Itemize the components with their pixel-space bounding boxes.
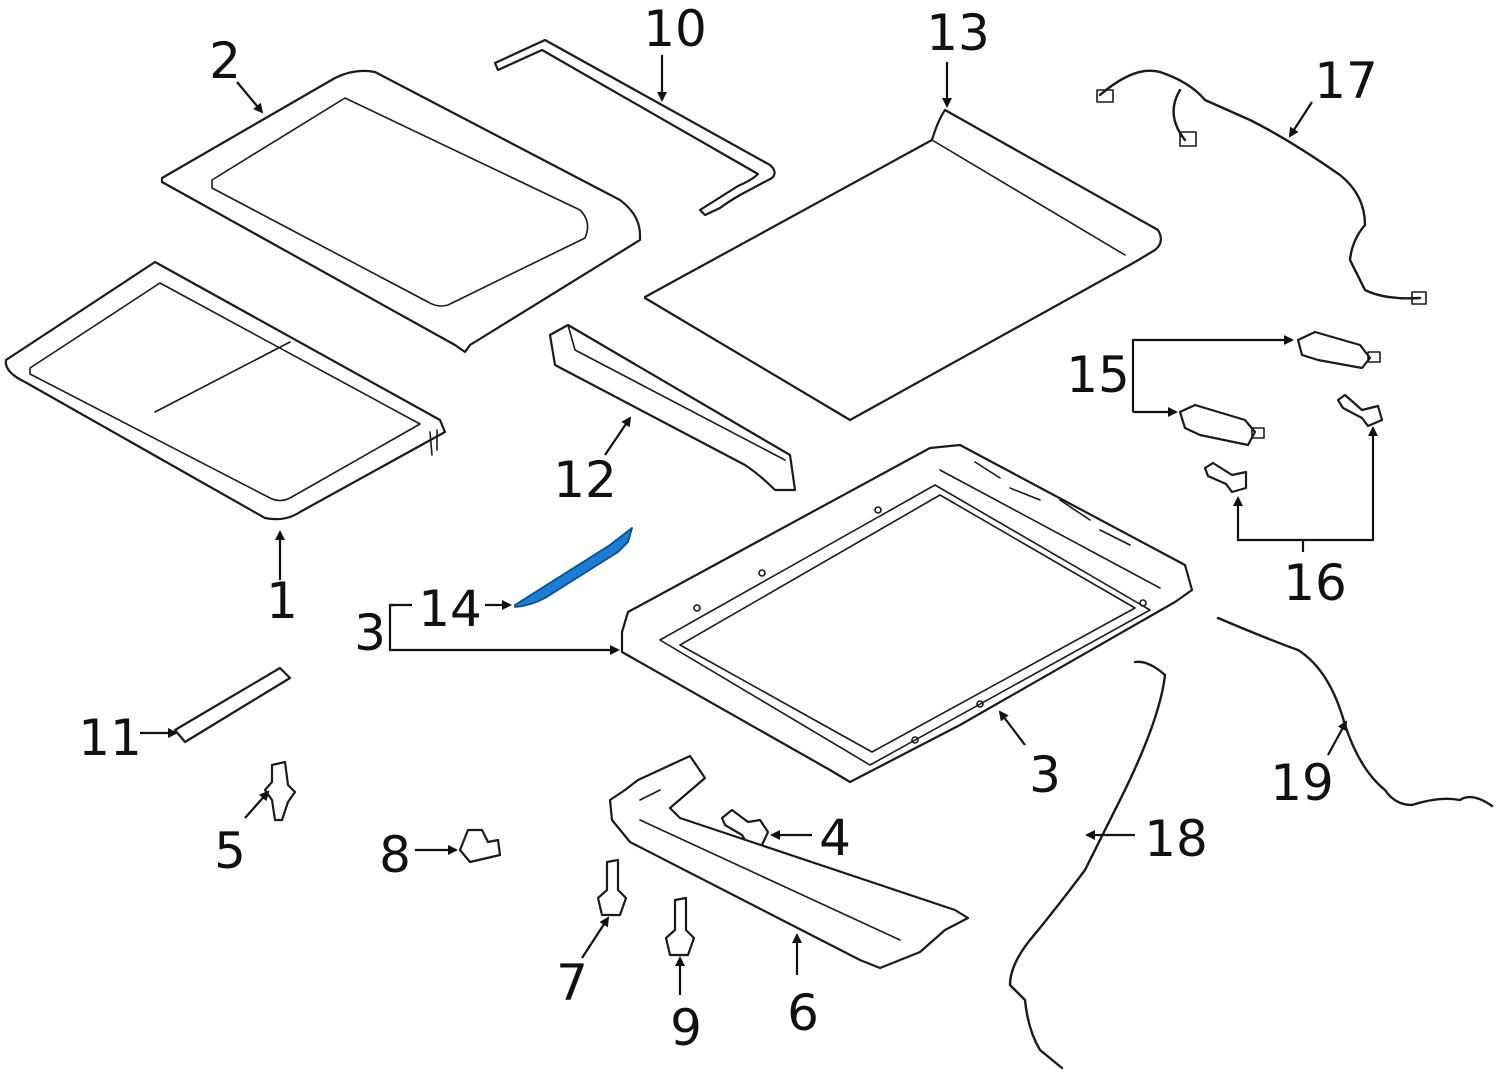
part-13-sunshade[interactable] xyxy=(643,108,1162,422)
callout-7: 7 xyxy=(556,954,588,1012)
callout-2: 2 xyxy=(209,32,241,90)
callout-11: 11 xyxy=(78,709,142,767)
callout-numbers: 1 2 3 3 4 5 6 7 8 9 10 11 12 13 14 15 16… xyxy=(78,0,1378,1057)
callout-10: 10 xyxy=(643,0,707,58)
part-10-seal-strip[interactable] xyxy=(493,38,776,217)
callout-18: 18 xyxy=(1144,810,1208,868)
callout-4: 4 xyxy=(819,809,851,867)
part-17-harness[interactable] xyxy=(1096,69,1427,305)
callout-1: 1 xyxy=(266,572,298,630)
part-3-frame[interactable] xyxy=(620,443,1194,784)
part-16-bolt-left[interactable] xyxy=(1203,461,1248,494)
callout-8: 8 xyxy=(379,826,411,884)
part-19-drain-tube[interactable] xyxy=(1216,616,1494,808)
callout-5: 5 xyxy=(214,822,246,880)
part-16-bolt-right[interactable] xyxy=(1336,393,1384,428)
callout-19: 19 xyxy=(1270,754,1334,812)
part-18-drain-tube[interactable] xyxy=(1008,660,1167,1070)
callout-6: 6 xyxy=(787,984,819,1042)
part-15-motor-upper[interactable] xyxy=(1296,330,1381,370)
part-6-bracket[interactable] xyxy=(608,754,970,970)
leader-lines xyxy=(140,55,1378,995)
part-5-clip[interactable] xyxy=(263,760,297,822)
part-12-deflector[interactable] xyxy=(548,323,797,492)
part-15-motor-lower[interactable] xyxy=(1178,403,1265,447)
part-2-glass-panel[interactable] xyxy=(160,69,642,354)
callout-3-right: 3 xyxy=(1029,746,1061,804)
part-7-bolt[interactable] xyxy=(596,858,628,917)
part-8-nut[interactable] xyxy=(458,828,502,864)
callout-17: 17 xyxy=(1314,52,1378,110)
callout-3-left: 3 xyxy=(354,604,386,662)
part-9-bolt[interactable] xyxy=(664,896,696,957)
callout-14: 14 xyxy=(418,580,482,638)
callout-16: 16 xyxy=(1283,554,1347,612)
callout-12: 12 xyxy=(553,451,617,509)
callout-13: 13 xyxy=(926,4,990,62)
callout-15: 15 xyxy=(1066,346,1130,404)
callout-9: 9 xyxy=(670,999,702,1057)
part-4-bolt[interactable] xyxy=(720,808,770,847)
part-11-strip[interactable] xyxy=(173,666,292,744)
part-14-highlighted-seal[interactable] xyxy=(514,527,633,608)
part-1-glass-panel[interactable] xyxy=(4,260,447,521)
